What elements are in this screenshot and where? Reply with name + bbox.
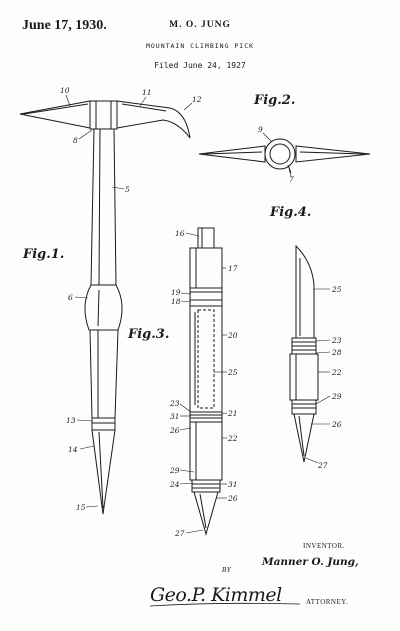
ref-numeral: 17 bbox=[228, 264, 238, 273]
fig4-blade-attachment bbox=[289, 244, 319, 463]
inventor-signature: Manner O. Jung, bbox=[262, 556, 359, 568]
ref-numeral: 28 bbox=[331, 348, 342, 357]
ref-numeral: 22 bbox=[331, 368, 342, 377]
ref-numeral: 16 bbox=[175, 229, 185, 238]
ref-numeral: 12 bbox=[192, 95, 202, 104]
inventor-heading: M. O. JUNG bbox=[169, 20, 231, 30]
ref-numeral: 23 bbox=[169, 399, 180, 408]
ref-numeral: 27 bbox=[317, 461, 328, 470]
fig4-label: Fig.4. bbox=[269, 205, 311, 220]
ref-numeral: 11 bbox=[142, 88, 152, 97]
ref-numeral: 5 bbox=[125, 185, 130, 194]
ref-numeral: 26 bbox=[331, 420, 342, 429]
attorney-signature: Geo.P. Kimmel bbox=[150, 584, 282, 606]
leader-lines bbox=[65, 94, 331, 534]
ref-numeral: 26 bbox=[169, 426, 180, 435]
fig1-pick-drawing bbox=[19, 100, 191, 515]
fig2-head-top-view bbox=[198, 138, 371, 174]
filed-date: Filed June 24, 1927 bbox=[154, 61, 246, 70]
patent-title: MOUNTAIN CLIMBING PICK bbox=[145, 42, 255, 50]
ref-numeral: 18 bbox=[171, 297, 181, 306]
fig1-label: Fig.1. bbox=[22, 247, 64, 262]
ref-numeral: 31 bbox=[170, 412, 180, 421]
ref-numeral: 31 bbox=[228, 480, 238, 489]
ref-numeral: 9 bbox=[258, 125, 263, 134]
ref-numeral: 29 bbox=[169, 466, 180, 475]
inventor-label: INVENTOR. bbox=[303, 542, 345, 550]
ref-numeral: 14 bbox=[68, 445, 78, 454]
ref-numeral: 25 bbox=[227, 368, 238, 377]
ref-numeral: 8 bbox=[73, 136, 78, 145]
ref-numeral: 20 bbox=[227, 331, 238, 340]
ref-numeral: 15 bbox=[76, 503, 86, 512]
by-label: BY bbox=[222, 566, 232, 574]
ref-numeral: 7 bbox=[289, 175, 294, 184]
attorney-label: ATTORNEY. bbox=[306, 598, 349, 606]
patent-date: June 17, 1930. bbox=[22, 18, 107, 33]
ref-numeral: 29 bbox=[331, 392, 342, 401]
ref-numeral: 13 bbox=[66, 416, 76, 425]
ref-numeral: 26 bbox=[227, 494, 238, 503]
ref-numeral: 21 bbox=[227, 409, 238, 418]
ref-numeral: 6 bbox=[68, 293, 73, 302]
ref-numeral: 23 bbox=[331, 336, 342, 345]
ref-numeral: 25 bbox=[331, 285, 342, 294]
signature-flourish bbox=[149, 602, 301, 607]
ref-numeral: 19 bbox=[171, 288, 181, 297]
ref-numeral: 27 bbox=[174, 529, 185, 538]
fig3-label: Fig.3. bbox=[127, 327, 169, 342]
ref-numeral: 10 bbox=[60, 86, 70, 95]
fig2-label: Fig.2. bbox=[253, 93, 295, 108]
fig3-sectional-handle bbox=[189, 227, 223, 536]
ref-numeral: 24 bbox=[169, 480, 180, 489]
ref-numeral: 22 bbox=[227, 434, 238, 443]
